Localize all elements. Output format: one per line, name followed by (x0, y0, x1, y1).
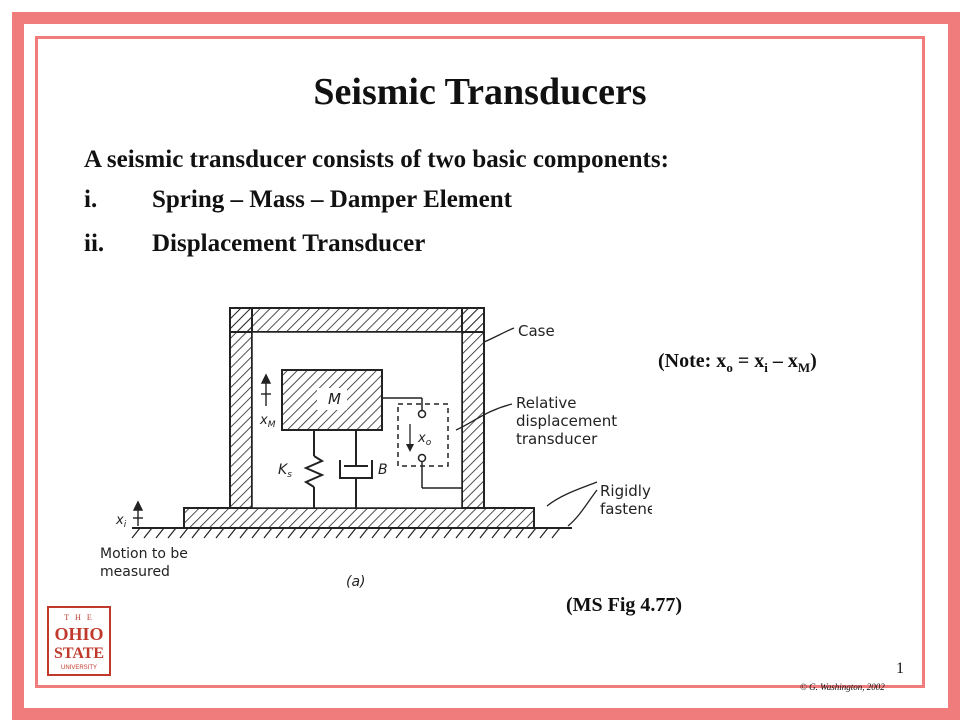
seismic-transducer-diagram: Case M xM xo Relative displacement trans… (100, 307, 652, 588)
relative-displacement-transducer (382, 397, 462, 489)
svg-text:UNIVERSITY: UNIVERSITY (61, 665, 97, 671)
list-item: i. Spring – Mass – Damper Element (84, 186, 512, 214)
copyright-notice: © G. Washington, 2002 (800, 682, 885, 692)
slide-outer-border (12, 12, 960, 720)
list-item: ii. Displacement Transducer (84, 230, 425, 258)
label-leaders (455, 327, 598, 527)
ohio-state-logo: T H E OHIO STATE UNIVERSITY (47, 606, 111, 676)
ground (131, 527, 572, 539)
intro-text: A seismic transducer consists of two bas… (84, 146, 669, 173)
relative-label-line2: displacement (516, 412, 617, 430)
rigid-label-line2: fastened (600, 500, 652, 518)
xi-arrow (132, 500, 144, 526)
mass-label: M (328, 390, 341, 408)
motion-label-line2: measured (100, 564, 170, 580)
list-item-number: i. (84, 186, 98, 213)
xm-label: xM (259, 413, 276, 430)
damper-label: B (378, 462, 388, 478)
xi-label: xi (115, 513, 127, 530)
list-item-text: Displacement Transducer (152, 230, 426, 257)
spring-label: Ks (278, 462, 292, 480)
slide-title: Seismic Transducers (313, 71, 647, 113)
svg-text:OHIO: OHIO (54, 624, 103, 644)
part-label: (a) (346, 574, 366, 588)
list-item-text: Spring – Mass – Damper Element (152, 186, 512, 213)
list-item-number: ii. (84, 230, 105, 257)
motion-label-line1: Motion to be (100, 546, 188, 562)
rigid-label-line1: Rigidly (600, 482, 651, 500)
case-label: Case (518, 322, 555, 340)
svg-text:T H E: T H E (64, 613, 93, 622)
xo-label: xo (417, 431, 432, 448)
figure-reference: (MS Fig 4.77) (566, 594, 683, 616)
spring (303, 430, 325, 508)
note-equation: (Note: xo = xi – xM) (658, 350, 817, 375)
slide-inner-border (35, 36, 925, 688)
xm-arrow (260, 373, 272, 406)
damper (339, 430, 373, 508)
svg-text:STATE: STATE (54, 645, 104, 662)
page-number: 1 (896, 660, 904, 677)
relative-label-line1: Relative (516, 394, 577, 412)
relative-label-line3: transducer (516, 430, 598, 448)
